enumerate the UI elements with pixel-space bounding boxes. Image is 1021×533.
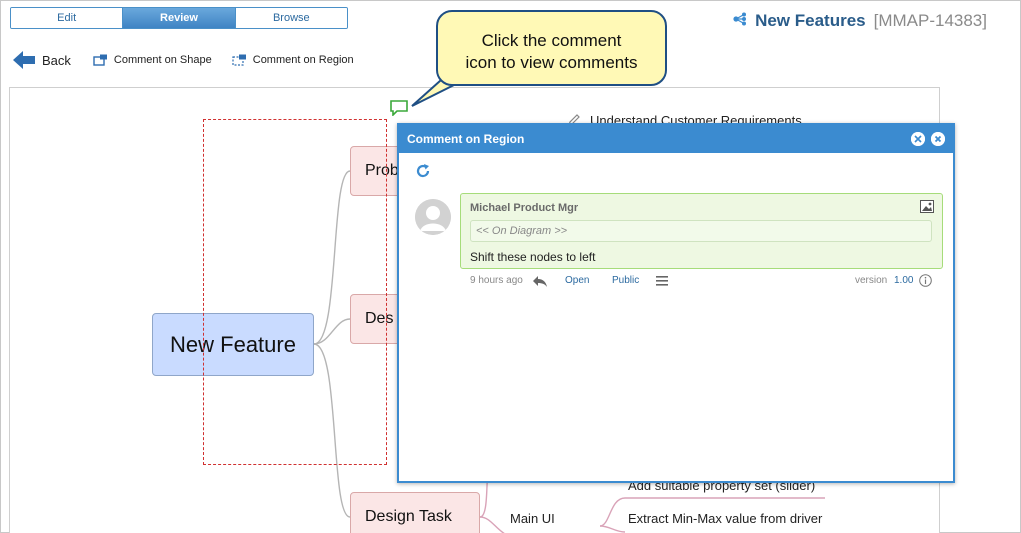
callout-line-2: icon to view comments [465, 53, 638, 72]
arrow-left-icon [12, 49, 36, 71]
mode-tabs: Edit Review Browse [10, 7, 348, 29]
dialog-title: Comment on Region [407, 132, 525, 146]
info-icon[interactable] [919, 274, 932, 290]
diagram-name: New Features [755, 11, 866, 30]
comment-visibility-link[interactable]: Public [612, 275, 640, 286]
callout-tooltip: Click the comment icon to view comments [436, 10, 667, 86]
comment-card: Michael Product Mgr << On Diagram >> Shi… [460, 193, 943, 269]
mindmap-root-node[interactable]: New Feature [152, 313, 314, 376]
mindmap-leaf[interactable]: Extract Min-Max value from driver [628, 511, 823, 526]
comment-region-icon [232, 54, 247, 67]
refresh-icon[interactable] [415, 163, 431, 184]
comment-dialog: Comment on Region Michael Product Mg [397, 123, 955, 483]
comment-context: << On Diagram >> [470, 220, 932, 242]
close-icon[interactable] [931, 132, 945, 146]
comment-shape-label: Comment on Shape [113, 54, 212, 66]
tab-browse[interactable]: Browse [235, 8, 347, 28]
toolbar: Back Comment on Shape Comment on Region [12, 48, 374, 72]
comment-status-link[interactable]: Open [565, 275, 590, 286]
mindmap-connectors [313, 170, 825, 533]
comment-time: 9 hours ago [470, 275, 523, 286]
mindmap-branch-node[interactable]: Design Task [350, 492, 480, 533]
version-label: version [855, 275, 888, 286]
mindmap-icon [731, 12, 747, 31]
comment-on-region-button[interactable]: Comment on Region [232, 54, 354, 67]
comment-marker-icon[interactable] [389, 100, 409, 121]
comment-author: Michael Product Mgr [470, 202, 579, 214]
avatar [415, 199, 451, 235]
image-icon[interactable] [920, 200, 934, 218]
comment-meta: 9 hours ago Open Public version 1.00 [470, 274, 942, 291]
diagram-id: [MMAP-14383] [873, 11, 987, 30]
callout-line-1: Click the comment [481, 31, 622, 50]
menu-icon[interactable] [656, 275, 668, 289]
mindmap-leaf[interactable]: Main UI [510, 511, 555, 526]
tab-review[interactable]: Review [123, 8, 236, 28]
back-button[interactable]: Back [12, 49, 71, 71]
tab-edit[interactable]: Edit [11, 8, 124, 28]
comment-region-label: Comment on Region [252, 54, 354, 66]
comment-region-box[interactable] [203, 119, 387, 465]
back-label: Back [42, 52, 71, 68]
minimize-icon[interactable] [911, 132, 925, 146]
dialog-header[interactable]: Comment on Region [399, 125, 953, 153]
comment-shape-icon [93, 54, 108, 67]
comment-text: Shift these nodes to left [470, 250, 596, 264]
diagram-title: New Features [MMAP-14383] [731, 11, 987, 31]
reply-icon[interactable] [532, 274, 548, 291]
version-number[interactable]: 1.00 [894, 275, 914, 286]
comment-on-shape-button[interactable]: Comment on Shape [93, 54, 212, 67]
